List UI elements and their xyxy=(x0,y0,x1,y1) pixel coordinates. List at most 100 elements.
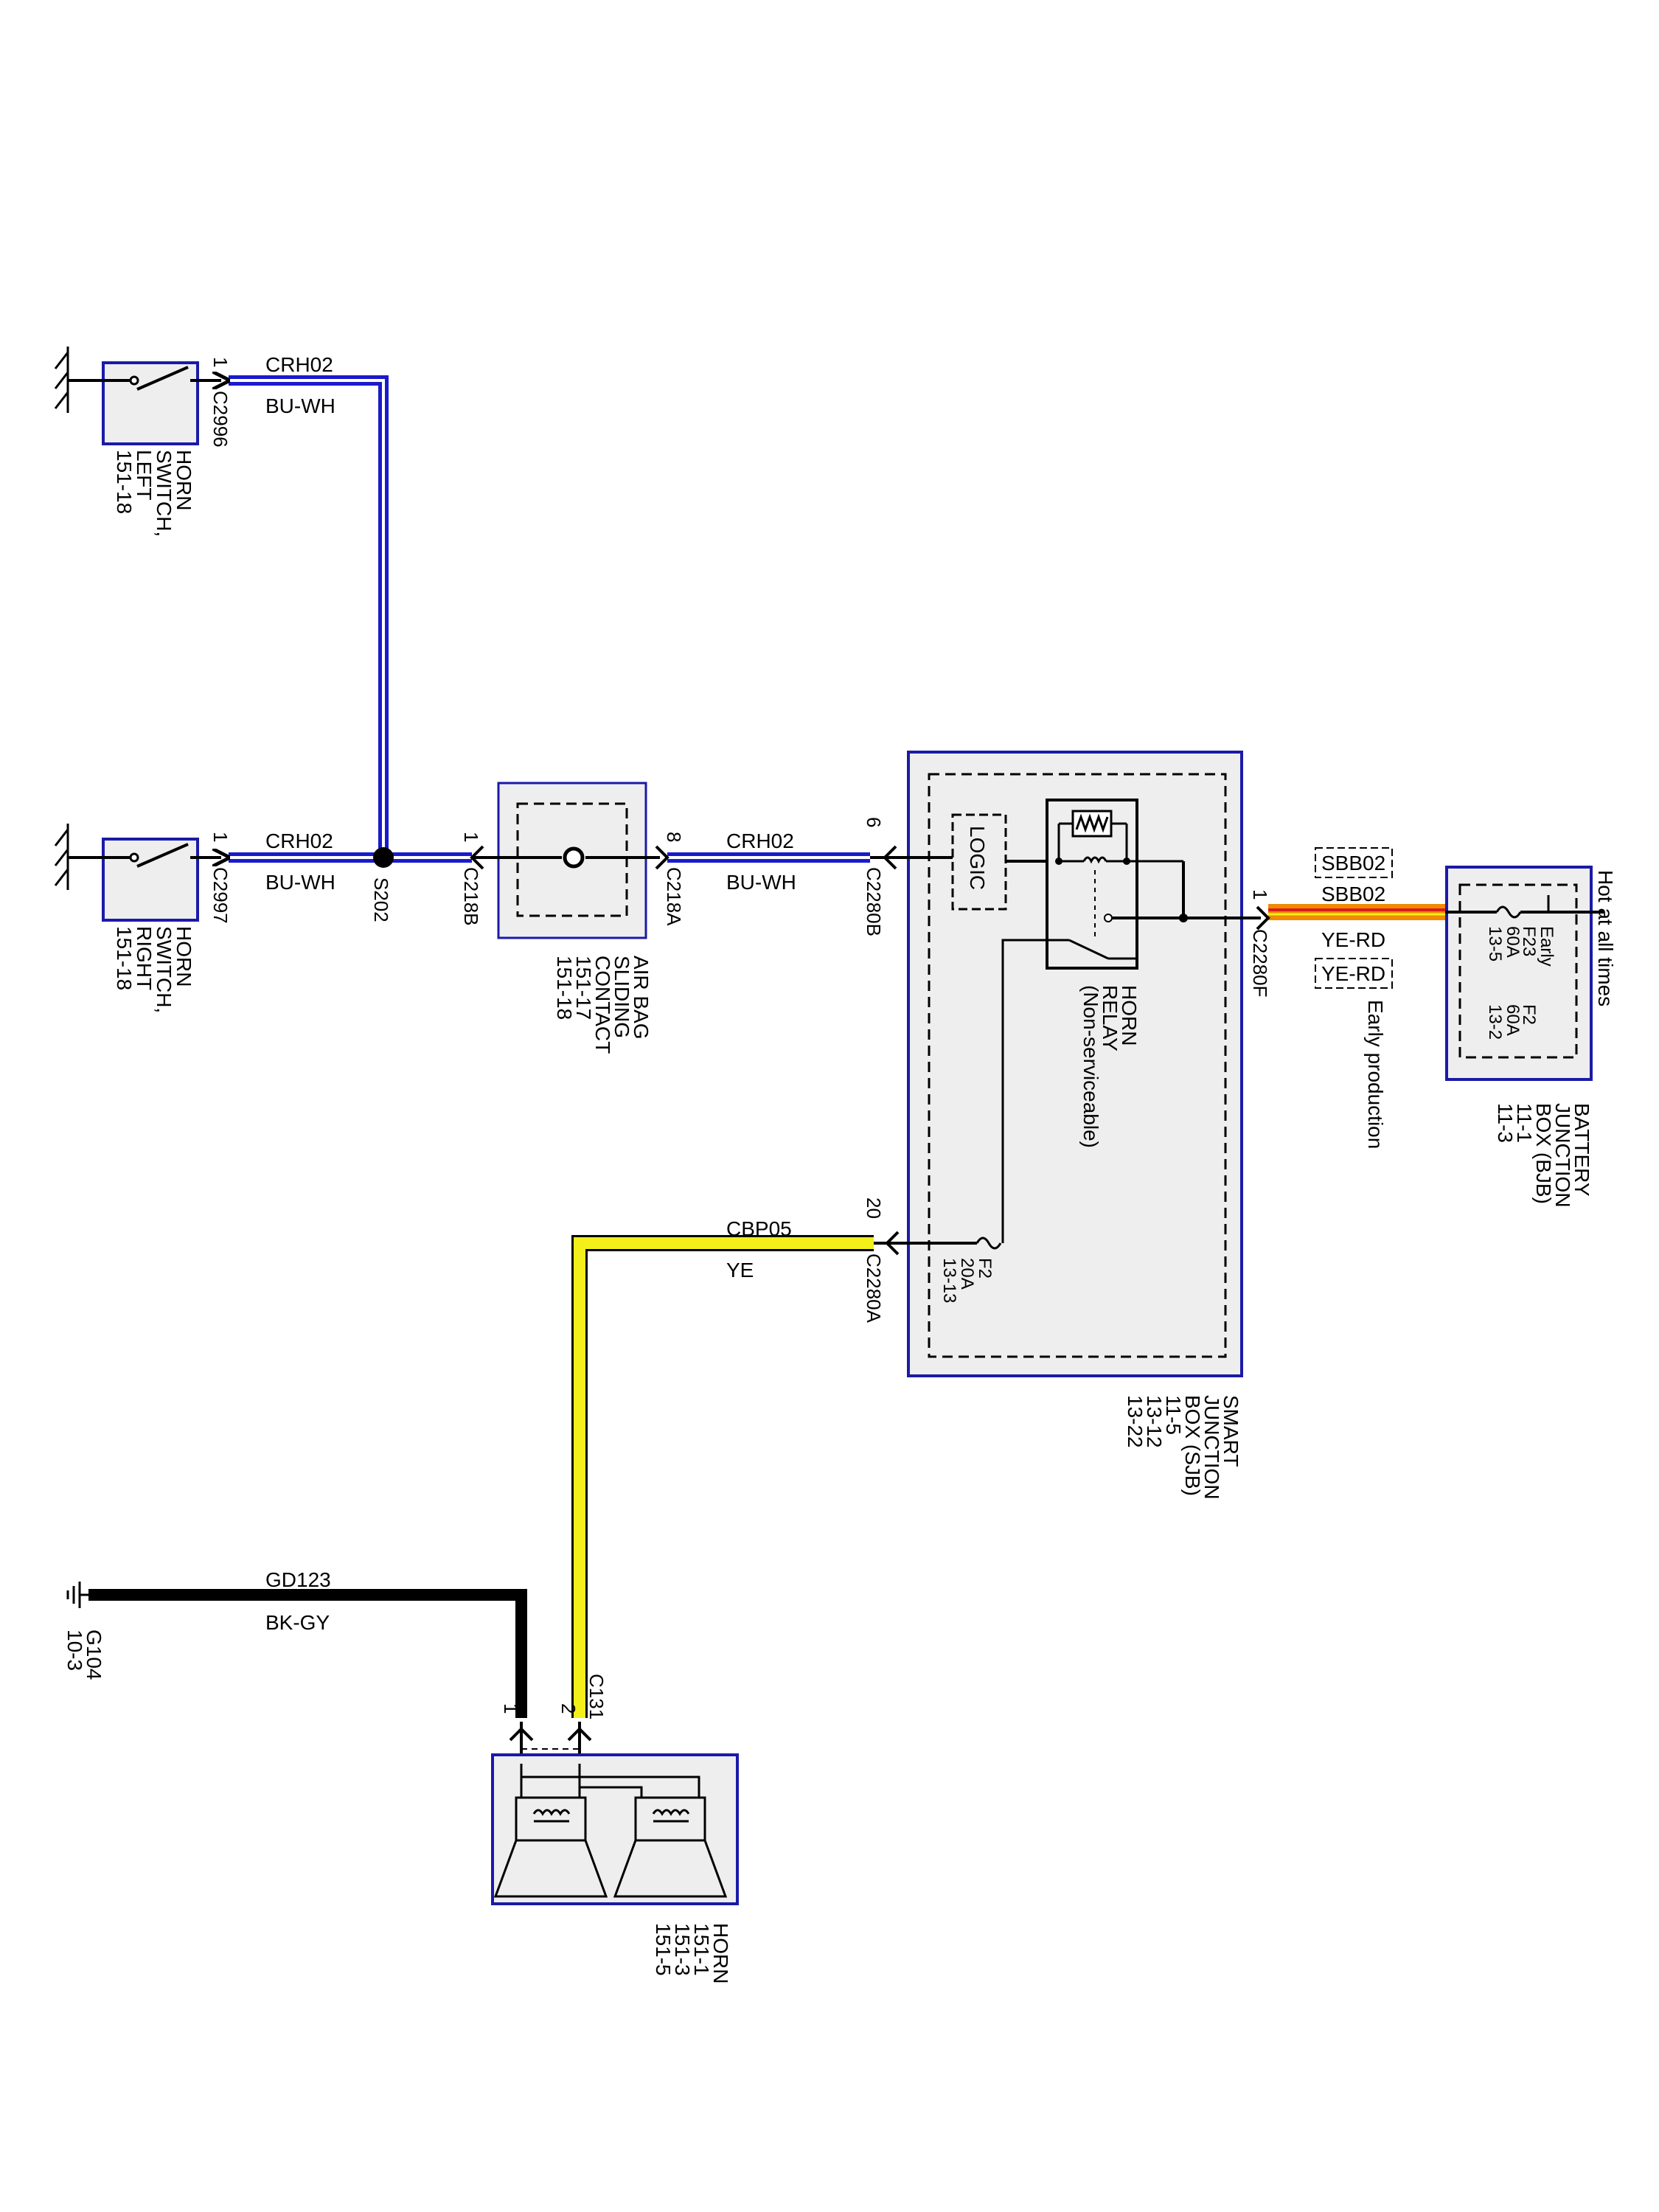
ground-hatch-icon xyxy=(54,824,69,890)
svg-text:LEFT: LEFT xyxy=(133,450,156,500)
svg-text:151-17: 151-17 xyxy=(572,956,595,1020)
svg-text:60A: 60A xyxy=(1503,926,1523,958)
horn-connector: C131 xyxy=(585,1674,608,1719)
airbag-connector-out: C218A xyxy=(663,867,685,926)
horn-pin-1: 1 xyxy=(500,1703,522,1714)
battery-junction-box xyxy=(1445,866,1604,1081)
sjb-label: SMART JUNCTION BOX (SJB) 11-5 13-12 13-2… xyxy=(1124,1395,1242,1500)
svg-text:11-3: 11-3 xyxy=(1494,1103,1517,1143)
early-production-note: Early production xyxy=(1364,1000,1387,1149)
horn-switch-left-connector: C2996 xyxy=(209,391,232,448)
airbag-pin-out: 8 xyxy=(663,832,685,842)
svg-text:BATTERY: BATTERY xyxy=(1571,1103,1593,1197)
svg-text:HORN: HORN xyxy=(173,450,195,510)
wire-crh02-mid-circuit: CRH02 xyxy=(265,830,333,852)
ground-hatch-icon xyxy=(54,347,69,413)
ground-g104-label: G104 10-3 xyxy=(63,1630,105,1680)
airbag-connector-in: C218B xyxy=(460,867,482,926)
wire-cbp05-circuit: CBP05 xyxy=(726,1217,792,1240)
wire-sbb02 xyxy=(1268,904,1445,920)
horn-switch-left xyxy=(54,347,221,445)
sjb-pin-b: 6 xyxy=(863,817,885,827)
wire-crh02-top xyxy=(229,375,389,858)
horn-speaker-2-icon xyxy=(521,1775,728,1898)
wire-crh02-right-circuit: CRH02 xyxy=(726,830,794,852)
splice-s202-label: S202 xyxy=(370,877,392,922)
splice-s202 xyxy=(373,847,394,868)
airbag-label: AIR BAG SLIDING CONTACT 151-17 151-18 xyxy=(553,956,653,1054)
svg-text:(Non-serviceable): (Non-serviceable) xyxy=(1079,985,1102,1148)
horn-relay-label: HORN RELAY (Non-serviceable) xyxy=(1079,985,1141,1148)
wire-crh02-top-color: BU-WH xyxy=(265,394,335,417)
svg-text:RELAY: RELAY xyxy=(1099,985,1121,1051)
horn-switch-right-label: HORN SWITCH, RIGHT 151-18 xyxy=(113,926,195,1013)
horn-pin-2: 2 xyxy=(557,1703,580,1714)
svg-text:HORN: HORN xyxy=(709,1923,732,1983)
svg-text:20A: 20A xyxy=(957,1258,977,1290)
svg-text:SWITCH,: SWITCH, xyxy=(153,450,175,537)
sjb-fuse-f2-label: F2 20A 13-13 xyxy=(939,1258,995,1303)
wire-gd123-circuit: GD123 xyxy=(265,1568,331,1591)
wire-cbp05 xyxy=(571,1235,874,1718)
svg-text:151-18: 151-18 xyxy=(113,926,136,990)
sbb02-alt-box xyxy=(1315,847,1393,878)
wire-crh02-right-color: BU-WH xyxy=(726,871,796,894)
svg-text:151-3: 151-3 xyxy=(671,1923,694,1976)
svg-text:HORN: HORN xyxy=(1118,985,1141,1046)
svg-text:F2: F2 xyxy=(1519,1004,1539,1025)
svg-text:13-22: 13-22 xyxy=(1124,1395,1147,1448)
svg-text:F23: F23 xyxy=(1519,926,1539,956)
svg-text:G104: G104 xyxy=(83,1630,105,1680)
svg-text:11-5: 11-5 xyxy=(1162,1395,1185,1435)
svg-text:JUNCTION: JUNCTION xyxy=(1200,1395,1223,1500)
hot-at-all-times-label: Hot at all times xyxy=(1594,870,1617,1006)
svg-text:151-1: 151-1 xyxy=(690,1923,713,1976)
svg-text:BOX (BJB): BOX (BJB) xyxy=(1532,1103,1555,1204)
svg-text:AIR BAG: AIR BAG xyxy=(630,956,653,1040)
wire-gd123 xyxy=(88,1589,527,1718)
svg-text:SMART: SMART xyxy=(1220,1395,1242,1467)
yerd-alt-box xyxy=(1315,958,1393,989)
connector-c2280f xyxy=(1256,905,1270,931)
svg-text:BOX (SJB): BOX (SJB) xyxy=(1181,1395,1204,1496)
svg-text:13-12: 13-12 xyxy=(1143,1395,1166,1448)
wire-sbb02-circuit: SBB02 xyxy=(1321,883,1385,905)
sjb-connector-b: C2280B xyxy=(863,867,885,936)
sjb-connector-f: C2280F xyxy=(1249,929,1271,998)
horn-switch-left-label: HORN SWITCH, LEFT 151-18 xyxy=(113,450,195,537)
wire-sbb02-color: YE-RD xyxy=(1321,928,1385,951)
airbag-pin-in: 1 xyxy=(460,832,482,842)
horn-switch-right-pin: 1 xyxy=(209,832,232,842)
sjb-pin-a: 20 xyxy=(863,1197,885,1219)
svg-text:SLIDING: SLIDING xyxy=(611,956,633,1038)
sjb-pin-f: 1 xyxy=(1249,889,1271,900)
svg-text:CONTACT: CONTACT xyxy=(591,956,614,1054)
airbag-sliding-contact xyxy=(470,782,669,939)
horn-switch-left-pin: 1 xyxy=(209,357,232,367)
wire-sbb02-alt-circuit: SBB02 xyxy=(1321,852,1385,874)
wire-gd123-color: BK-GY xyxy=(265,1611,330,1634)
svg-text:JUNCTION: JUNCTION xyxy=(1551,1103,1574,1208)
svg-text:SWITCH,: SWITCH, xyxy=(153,926,175,1013)
svg-text:151-18: 151-18 xyxy=(113,450,136,514)
svg-text:F2: F2 xyxy=(975,1258,995,1279)
horn-speaker-1-icon xyxy=(493,1764,608,1898)
svg-text:151-5: 151-5 xyxy=(652,1923,675,1976)
wire-crh02-mid-color: BU-WH xyxy=(265,871,335,894)
sjb-connector-a: C2280A xyxy=(863,1253,885,1324)
svg-text:11-1: 11-1 xyxy=(1513,1103,1536,1143)
sjb-logic-label: LOGIC xyxy=(966,826,989,890)
svg-text:Early: Early xyxy=(1537,926,1557,967)
horn-switch-right-connector: C2997 xyxy=(209,867,232,924)
wire-sbb02-alt-color: YE-RD xyxy=(1321,962,1385,985)
horn-switch-right xyxy=(54,824,221,922)
bjb-fuse-labels: Early F23 60A 13-5 F2 60A 13-2 xyxy=(1485,926,1557,1040)
svg-text:60A: 60A xyxy=(1503,1004,1523,1036)
svg-text:13-5: 13-5 xyxy=(1485,926,1505,961)
smart-junction-box xyxy=(870,751,1261,1377)
ground-g104-icon xyxy=(66,1582,92,1608)
svg-text:13-2: 13-2 xyxy=(1485,1004,1505,1040)
bjb-label: BATTERY JUNCTION BOX (BJB) 11-1 11-3 xyxy=(1494,1103,1593,1208)
horn xyxy=(491,1722,739,1905)
